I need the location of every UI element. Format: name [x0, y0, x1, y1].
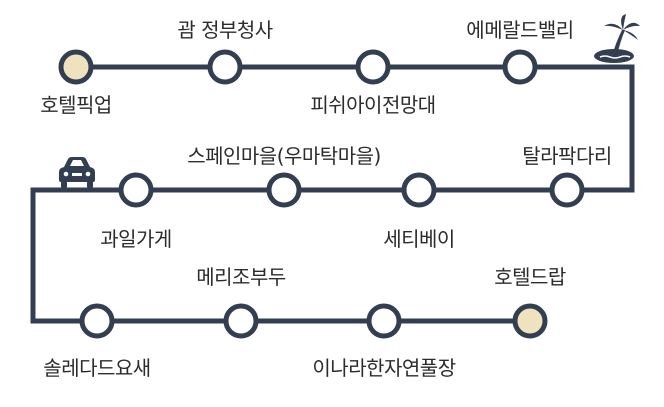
- endpoint-marker: [512, 303, 548, 339]
- stop-marker: [223, 303, 259, 339]
- stop-label: 탈라팍다리: [522, 144, 612, 168]
- stop-label: 세티베이: [383, 227, 455, 251]
- stop-label: 호텔픽업: [40, 93, 112, 117]
- stop-marker: [266, 172, 302, 208]
- stop-label: 이나라한자연풀장: [312, 356, 456, 380]
- stop-marker: [79, 303, 115, 339]
- stop-marker: [118, 172, 154, 208]
- stop-marker: [401, 172, 437, 208]
- route-line: [30, 64, 635, 324]
- stop-label: 괌 정부청사: [177, 18, 273, 42]
- endpoint-marker: [58, 49, 94, 85]
- stop-label: 메리조부두: [196, 265, 286, 289]
- car-icon: [59, 157, 95, 188]
- stop-label: 과일가게: [100, 227, 172, 251]
- stop-label: 피쉬아이전망대: [310, 93, 436, 117]
- stop-label: 호텔드랍: [494, 265, 566, 289]
- stop-marker: [502, 49, 538, 85]
- island-palm-icon: [594, 14, 640, 63]
- stop-marker: [549, 172, 585, 208]
- stop-label: 스페인마을(우마탁마을): [187, 144, 381, 168]
- stop-marker: [355, 49, 391, 85]
- stop-marker: [366, 303, 402, 339]
- stop-marker: [207, 49, 243, 85]
- stop-label: 에메랄드밸리: [466, 18, 574, 42]
- stop-label: 솔레다드요새: [43, 356, 151, 380]
